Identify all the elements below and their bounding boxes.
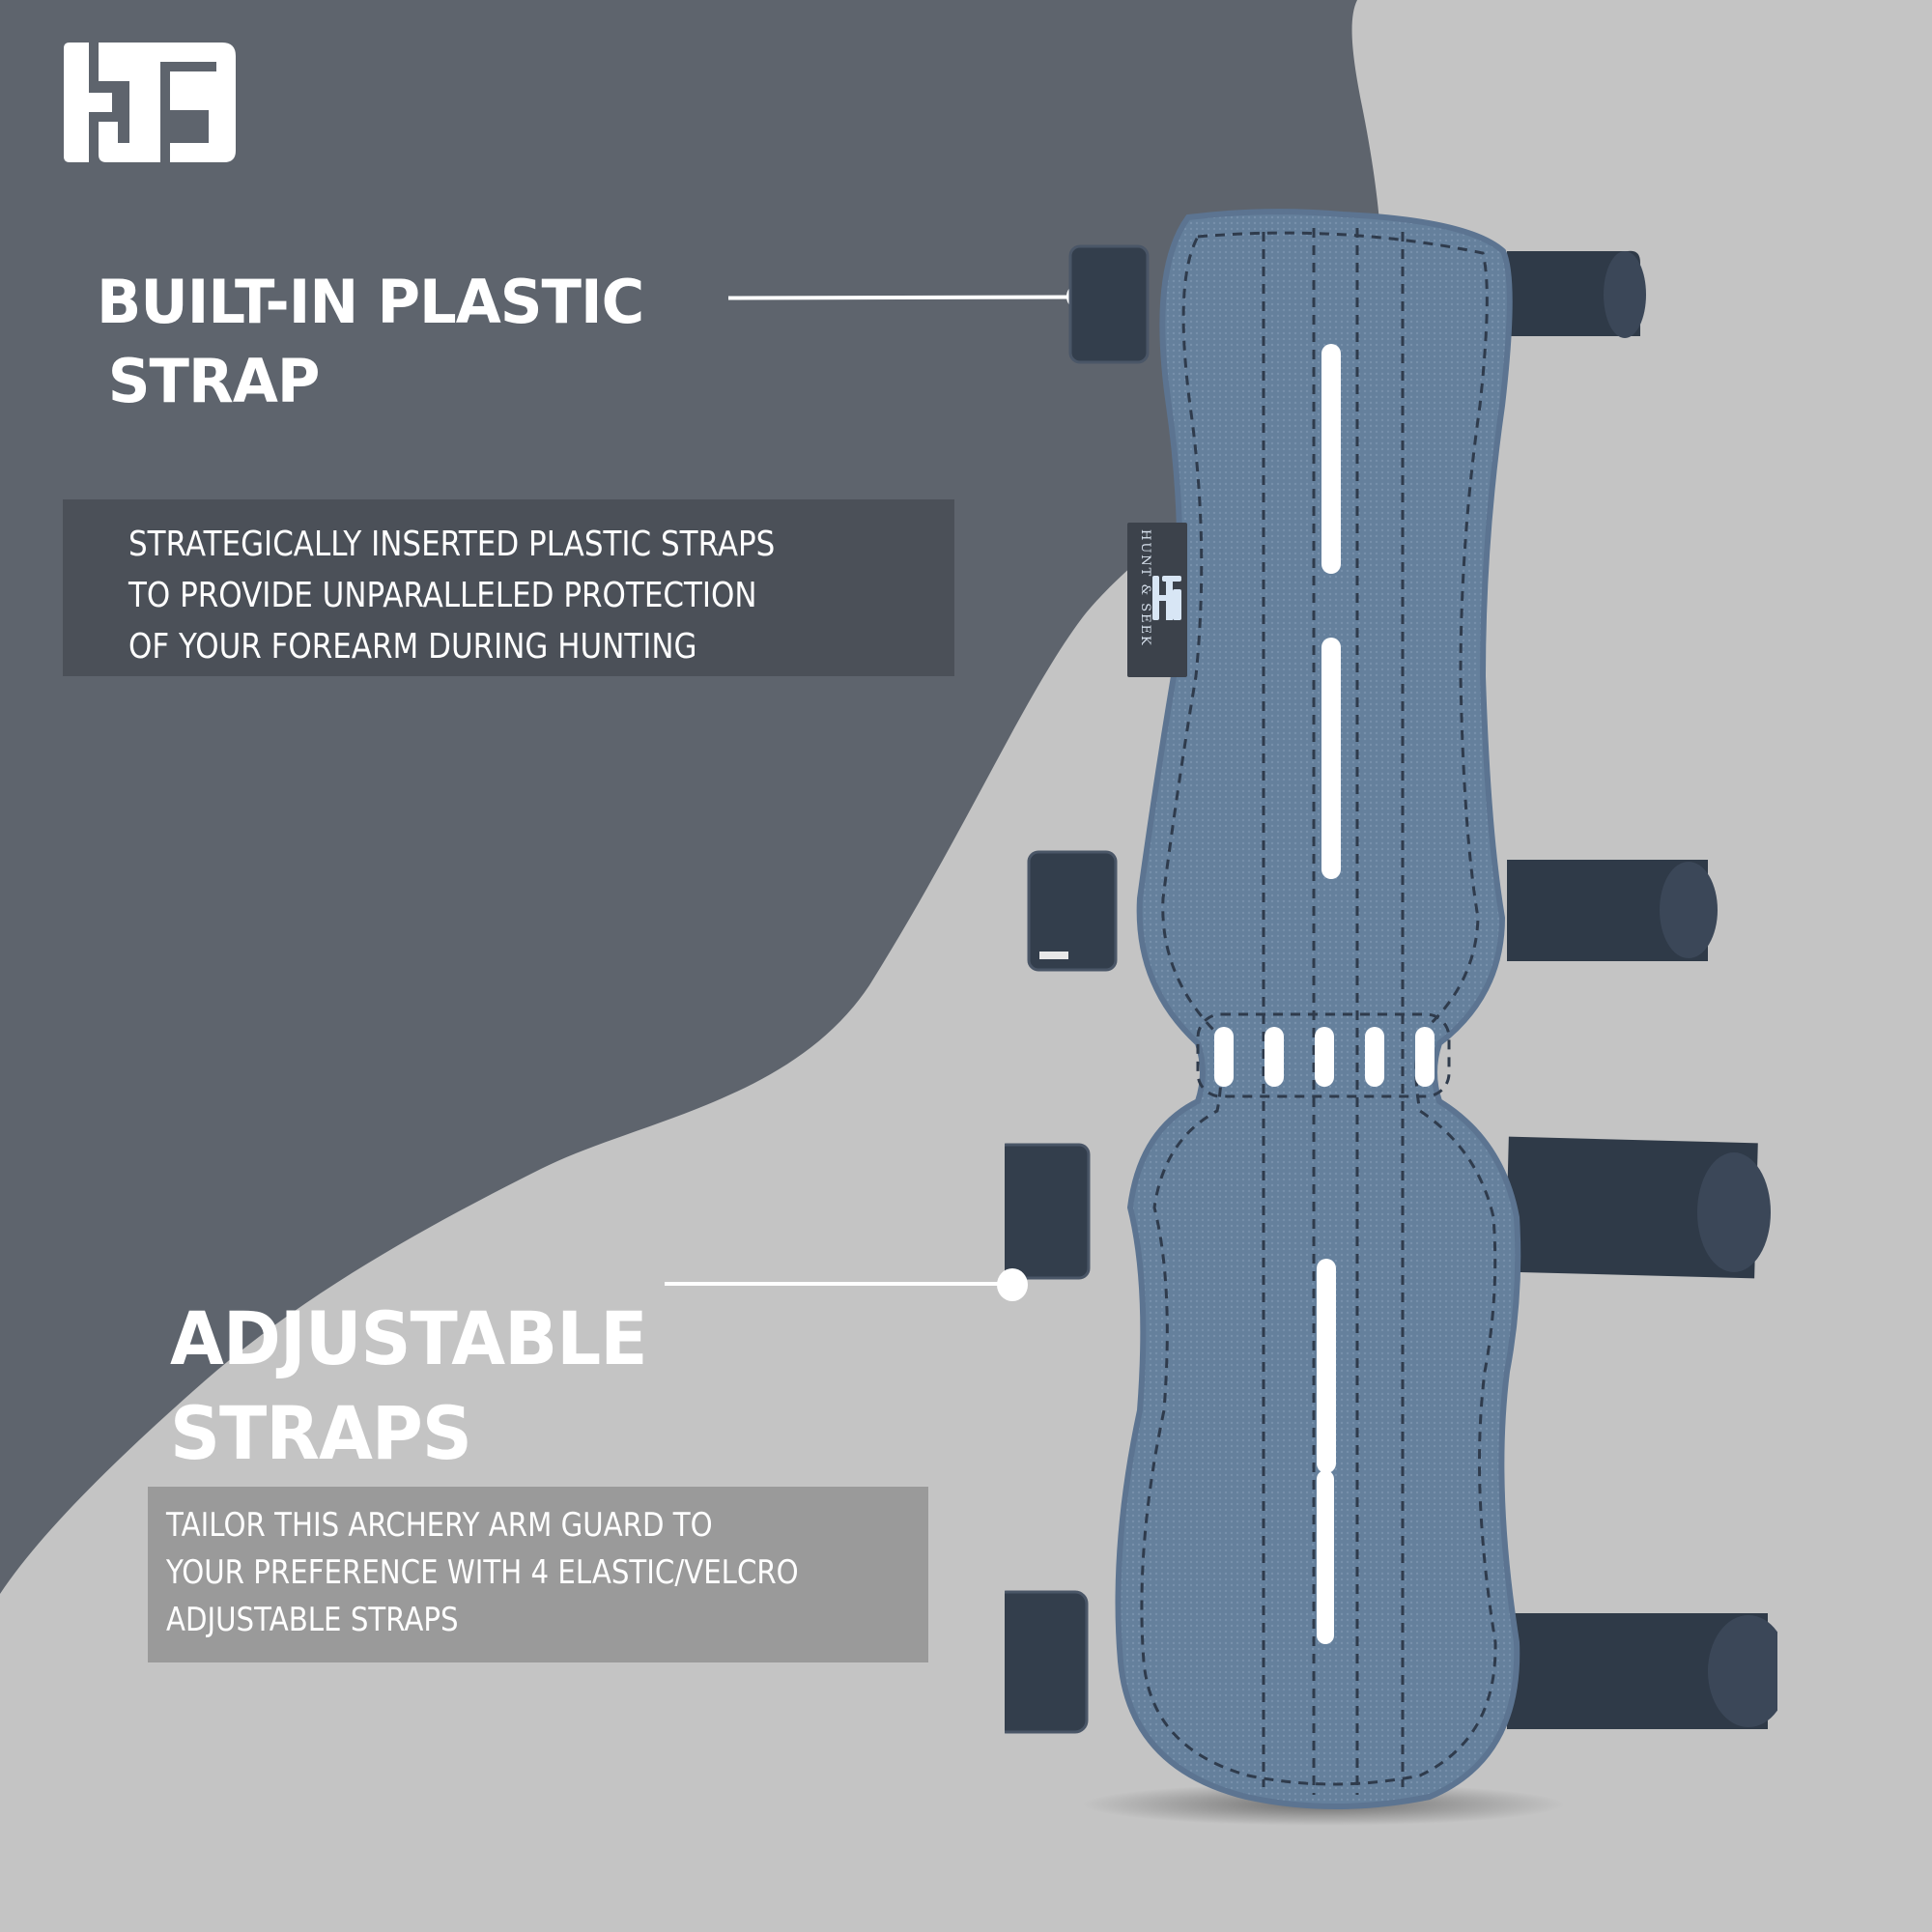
description-line: YOUR PREFERENCE WITH 4 ELASTIC/VELCRO [166, 1553, 799, 1592]
description-line: TAILOR THIS ARCHERY ARM GUARD TO [166, 1506, 713, 1545]
brand-tag-text: HUNT & SEEK [1138, 529, 1152, 647]
feature-description-plastic-strap: STRATEGICALLY INSERTED PLASTIC STRAPS TO… [63, 499, 954, 676]
description-line: TO PROVIDE UNPARALLELED PROTECTION [128, 576, 757, 615]
brand-logo-icon [64, 43, 236, 162]
feature-title-line: ADJUSTABLE [170, 1295, 648, 1381]
description-line: STRATEGICALLY INSERTED PLASTIC STRAPS [128, 525, 776, 564]
description-line: OF YOUR FOREARM DURING HUNTING [128, 627, 697, 667]
feature-description-adjustable-straps: TAILOR THIS ARCHERY ARM GUARD TO YOUR PR… [148, 1487, 928, 1662]
callout-line-adjustable-straps [665, 1282, 1012, 1286]
description-line: ADJUSTABLE STRAPS [166, 1601, 459, 1639]
feature-title-built-in-plastic-strap: BUILT-IN PLASTIC STRAP [97, 267, 644, 416]
feature-title-line: BUILT-IN PLASTIC [97, 267, 644, 337]
feature-title-adjustable-straps: ADJUSTABLE STRAPS [170, 1295, 648, 1476]
arm-guard-product-image [1005, 209, 1777, 1826]
feature-title-line: STRAP [107, 346, 321, 416]
brand-tag-logo-icon [1152, 576, 1181, 620]
callout-dot-adjustable-straps [997, 1268, 1028, 1301]
feature-title-line: STRAPS [170, 1390, 472, 1476]
